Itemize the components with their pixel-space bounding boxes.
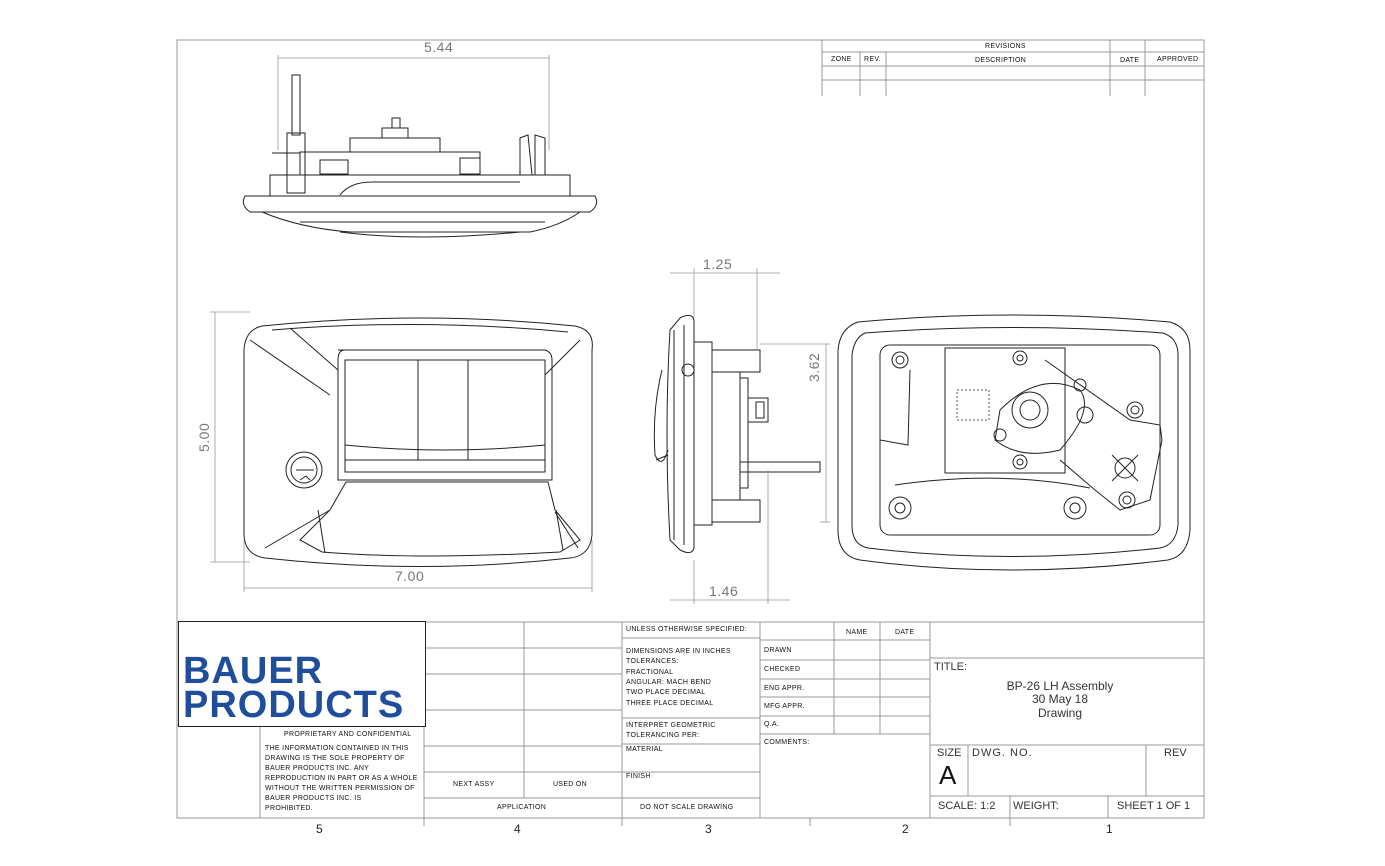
proprietary-line1: THE INFORMATION CONTAINED IN THIS bbox=[265, 745, 409, 752]
rev-col-zone: ZONE bbox=[831, 56, 852, 63]
tol-line2: TOLERANCES: bbox=[626, 658, 679, 665]
zone-5: 5 bbox=[316, 822, 323, 836]
logo-line2: PRODUCTS bbox=[183, 684, 405, 726]
proprietary-line4: REPRODUCTION IN PART OR AS A WHOLE bbox=[265, 775, 418, 782]
drawn-label: DRAWN bbox=[764, 647, 792, 654]
revision-table-lines bbox=[821, 40, 1204, 96]
qa-label: Q.A. bbox=[764, 721, 780, 728]
revisions-header: REVISIONS bbox=[985, 43, 1026, 50]
scale-label: SCALE: 1:2 bbox=[938, 800, 996, 812]
dimension-side-depth-top: 1.25 bbox=[703, 256, 733, 272]
zone-2: 2 bbox=[902, 822, 909, 836]
material-label: MATERIAL bbox=[626, 746, 663, 753]
comments-label: COMMENTS: bbox=[764, 739, 810, 746]
dimension-top-width: 5.44 bbox=[424, 39, 454, 55]
size-label: SIZE bbox=[937, 747, 962, 759]
front-view-outline bbox=[243, 317, 593, 567]
used-on-label: USED ON bbox=[553, 781, 587, 788]
zone-3: 3 bbox=[705, 822, 712, 836]
approvals-name-header: NAME bbox=[846, 629, 868, 636]
dimension-side-depth-bottom: 1.46 bbox=[709, 583, 739, 599]
dimension-front-width: 7.00 bbox=[395, 568, 425, 584]
finish-label: FINISH bbox=[626, 773, 651, 780]
dimension-lines bbox=[210, 55, 830, 604]
proprietary-line3: BAUER PRODUCTS INC. ANY bbox=[265, 765, 370, 772]
logo-line1: BAUER bbox=[183, 650, 324, 692]
tol-line3: FRACTIONAL bbox=[626, 669, 674, 676]
rev-col-date: DATE bbox=[1120, 57, 1140, 64]
top-view-outline bbox=[242, 74, 598, 238]
mfg-appr-label: MFG APPR. bbox=[764, 703, 805, 710]
rev-label: REV bbox=[1164, 747, 1187, 759]
tol-line5: TWO PLACE DECIMAL bbox=[626, 689, 706, 696]
proprietary-line7: PROHIBITED. bbox=[265, 805, 314, 812]
dwg-no-label: DWG. NO. bbox=[972, 747, 1033, 759]
checked-label: CHECKED bbox=[764, 666, 801, 673]
sheet-label: SHEET 1 OF 1 bbox=[1117, 800, 1191, 812]
rev-col-description: DESCRIPTION bbox=[975, 57, 1027, 64]
title-label: TITLE: bbox=[934, 661, 968, 673]
approvals-date-header: DATE bbox=[895, 629, 915, 636]
no-scale-label: DO NOT SCALE DRAWING bbox=[640, 804, 734, 811]
zone-4: 4 bbox=[514, 822, 521, 836]
drawing-type: Drawing bbox=[1037, 706, 1082, 720]
drawing-date: 30 May 18 bbox=[1031, 692, 1089, 706]
unless-specified: UNLESS OTHERWISE SPECIFIED: bbox=[626, 626, 748, 633]
tol-line4: ANGULAR: MACH BEND bbox=[626, 679, 712, 686]
proprietary-heading: PROPRIETARY AND CONFIDENTIAL bbox=[284, 731, 412, 738]
side-view-outline bbox=[653, 314, 821, 554]
zone-1: 1 bbox=[1106, 822, 1113, 836]
sheet-border bbox=[176, 39, 1205, 819]
proprietary-line6: BAUER PRODUCTS INC. IS bbox=[265, 795, 362, 802]
weight-label: WEIGHT: bbox=[1013, 800, 1059, 812]
drawing-title: BP-26 LH Assembly bbox=[1006, 679, 1114, 693]
application-label: APPLICATION bbox=[497, 804, 547, 811]
tol-geo1: INTERPRET GEOMETRIC bbox=[626, 722, 716, 729]
company-logo: BAUER PRODUCTS bbox=[178, 621, 426, 727]
tol-line6: THREE PLACE DECIMAL bbox=[626, 700, 714, 707]
rev-col-approved: APPROVED bbox=[1157, 56, 1199, 63]
proprietary-line5: WITHOUT THE WRITTEN PERMISSION OF bbox=[265, 785, 415, 792]
tol-geo2: TOLERANCING PER: bbox=[626, 732, 700, 739]
rev-col-rev: REV. bbox=[864, 56, 881, 63]
size-value: A bbox=[939, 760, 957, 790]
proprietary-line2: DRAWING IS THE SOLE PROPERTY OF bbox=[265, 755, 405, 762]
tol-line1: DIMENSIONS ARE IN INCHES bbox=[626, 648, 731, 655]
eng-appr-label: ENG APPR. bbox=[764, 685, 805, 692]
dimension-front-height: 5.00 bbox=[196, 422, 212, 452]
rear-view-outline bbox=[837, 314, 1191, 571]
dimension-side-height: 3.62 bbox=[806, 352, 822, 382]
next-assy-label: NEXT ASSY bbox=[453, 781, 495, 788]
